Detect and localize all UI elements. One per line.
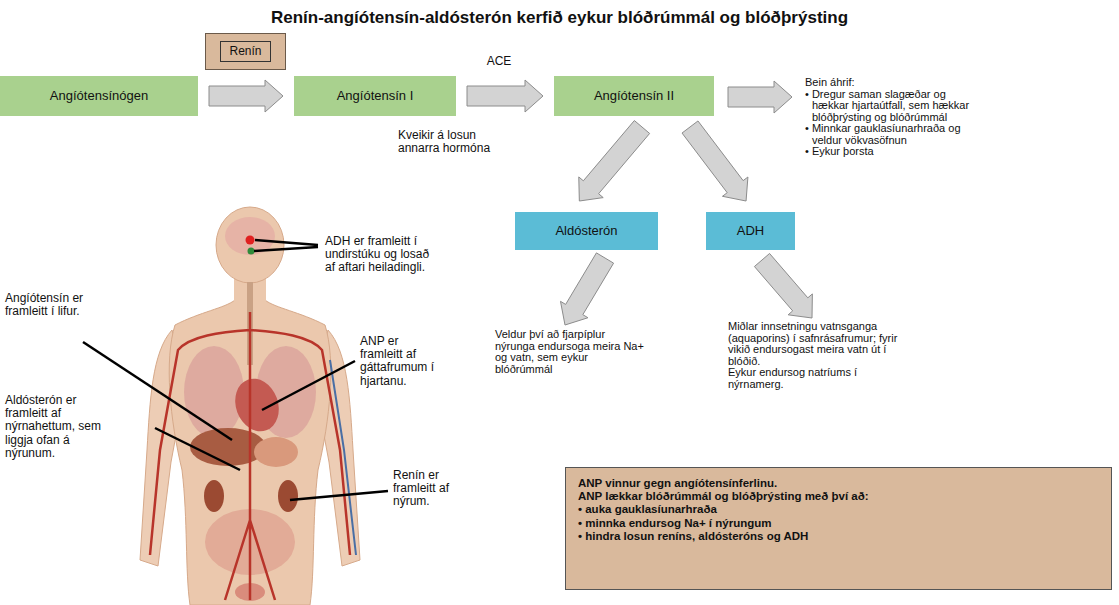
diagram-title: Renín-angíótensín-aldósterón kerfið eyku… <box>0 8 1119 28</box>
enzyme-box: Renín <box>205 33 286 70</box>
annotation-text: Bein áhrif: <box>805 77 975 89</box>
artery <box>150 312 350 600</box>
node-text: • minnka endursog Na+ í nýrungum <box>578 517 771 530</box>
body-head <box>216 207 284 283</box>
annotation-text: Eykur endursog natríums í nýrnamerg. <box>728 367 902 390</box>
leader-line <box>83 342 232 440</box>
annotation-text: Renín er framleitt af nýrum. <box>393 469 455 509</box>
hypothalamus-dot <box>246 236 255 245</box>
node-text: ADH <box>737 223 764 239</box>
kidney <box>204 480 224 512</box>
pituitary-dot <box>248 248 255 255</box>
annotation-text: Veldur því að fjarpíplur nýrunga endurso… <box>495 329 645 375</box>
leader-line <box>262 361 355 410</box>
block-arrow <box>467 80 543 112</box>
annotation-text: Miðlar innsetningu vatnsganga (aquaporin… <box>728 321 902 367</box>
annotation-text: ANP er framleitt af gáttafrumum í hjarta… <box>360 335 440 388</box>
label-group: Bein áhrif:• Dregur saman slagæðar og hæ… <box>805 77 975 158</box>
leader-line <box>290 491 388 500</box>
leader-line <box>254 247 318 251</box>
label-group: Angíótensín er framleitt í lifur. <box>5 292 105 318</box>
label-group: Veldur því að fjarpíplur nýrunga endurso… <box>495 329 645 375</box>
effect-arrow <box>560 253 613 325</box>
label-group: Kveikir á losun annarra hormóna <box>398 129 503 155</box>
process-box: Angíótensín I <box>294 76 456 116</box>
hormone-box: ADH <box>706 212 795 250</box>
liver <box>190 428 266 466</box>
process-box: Angíótensínógen <box>0 76 198 116</box>
annotation-text: • Dregur saman slagæðar og hækkar hjarta… <box>805 89 975 124</box>
note-box: ANP vinnur gegn angíótensínferlinu.ANP l… <box>565 467 1112 590</box>
hormone-box: Aldósterón <box>515 212 658 250</box>
node-text: ANP vinnur gegn angíótensínferlinu. <box>578 477 777 490</box>
node-text: • auka gauklasíunarhraða <box>578 503 717 516</box>
block-arrow <box>209 80 283 112</box>
node-text: • hindra losun reníns, aldósteróns og AD… <box>578 530 808 543</box>
effect-arrow <box>754 253 812 318</box>
annotation-text: • Minnkar gauklasíunarhraða og veldur vö… <box>805 123 975 146</box>
edge-label: ACE <box>485 54 514 68</box>
lung <box>184 346 244 438</box>
vein <box>330 360 356 555</box>
node-text: Aldósterón <box>555 223 617 239</box>
node-text: Angíótensín I <box>337 88 414 104</box>
node-text: ANP lækkar blóðrúmmál og blóðþrýsting me… <box>578 490 869 503</box>
effect-arrow <box>728 81 792 113</box>
block-arrow <box>682 121 748 201</box>
node-text: Angíótensín II <box>594 88 674 104</box>
label-group: ADH er framleitt í undirstúku og losað a… <box>325 235 433 275</box>
leader-line <box>255 240 318 245</box>
leader-line <box>155 428 240 470</box>
label-group: Miðlar innsetningu vatnsganga (aquaporin… <box>728 321 902 390</box>
annotation-text: • Eykur þorsta <box>805 146 975 158</box>
kidney <box>278 480 298 512</box>
annotation-text: ADH er framleitt í undirstúku og losað a… <box>325 235 433 275</box>
heart <box>228 372 286 437</box>
node-text: Renín <box>220 41 270 61</box>
node-text: Angíótensínógen <box>50 88 148 104</box>
annotation-text: Angíótensín er framleitt í lifur. <box>5 292 105 318</box>
stomach <box>254 437 298 467</box>
label-group: Aldósterón er framleitt af nýrnahettum, … <box>5 394 110 460</box>
annotation-text: Aldósterón er framleitt af nýrnahettum, … <box>5 394 110 460</box>
block-arrow <box>579 121 650 201</box>
label-group: ANP er framleitt af gáttafrumum í hjarta… <box>360 335 440 388</box>
annotation-text: Kveikir á losun annarra hormóna <box>398 129 503 155</box>
label-group: Renín er framleitt af nýrum. <box>393 469 455 509</box>
process-box: Angíótensín II <box>554 76 714 116</box>
